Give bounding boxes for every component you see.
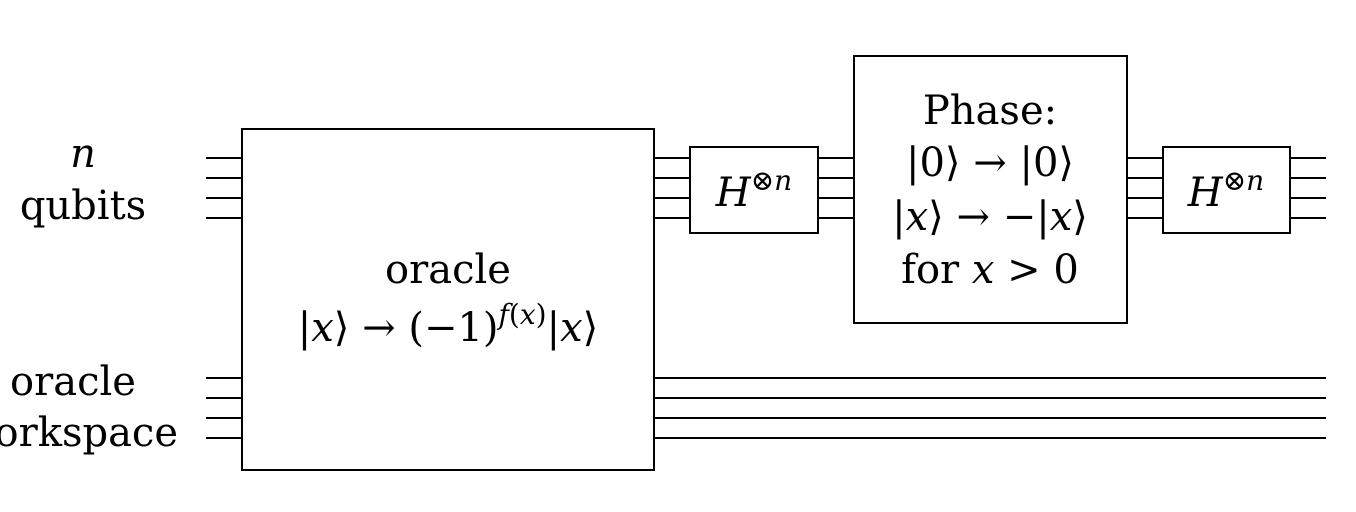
qubits-label: qubits — [20, 183, 146, 229]
hadamard-gate-1-box — [689, 146, 819, 234]
qubit-wires — [206, 157, 1326, 219]
phase-gate-title: Phase: — [923, 88, 1057, 134]
oracle-gate-title: oracle — [385, 247, 511, 293]
hadamard-gate-2-box — [1162, 146, 1291, 234]
hadamard-gate-2: H⊗n — [1162, 146, 1291, 234]
workspace-label: workspace — [0, 410, 178, 456]
oracle-gate: oracle |x⟩ → (−1)f(x)|x⟩ — [241, 128, 655, 471]
qubit-count-label: n — [70, 131, 96, 177]
phase-gate-rule-zero: |0⟩ → |0⟩ — [906, 140, 1074, 186]
workspace-wires — [206, 377, 1326, 439]
phase-gate-box — [853, 55, 1128, 324]
oracle-gate-formula: |x⟩ → (−1)f(x)|x⟩ — [298, 298, 599, 351]
phase-gate-condition: for x > 0 — [901, 247, 1079, 293]
phase-gate-rule-x: |x⟩ → −|x⟩ — [892, 194, 1088, 240]
phase-gate: Phase: |0⟩ → |0⟩ |x⟩ → −|x⟩ for x > 0 — [853, 55, 1128, 324]
hadamard-gate-2-label: H⊗n — [1187, 164, 1264, 216]
oracle-gate-box — [241, 128, 655, 471]
oracle-label: oracle — [10, 359, 136, 405]
hadamard-gate-1-label: H⊗n — [715, 164, 792, 216]
hadamard-gate-1: H⊗n — [689, 146, 819, 234]
